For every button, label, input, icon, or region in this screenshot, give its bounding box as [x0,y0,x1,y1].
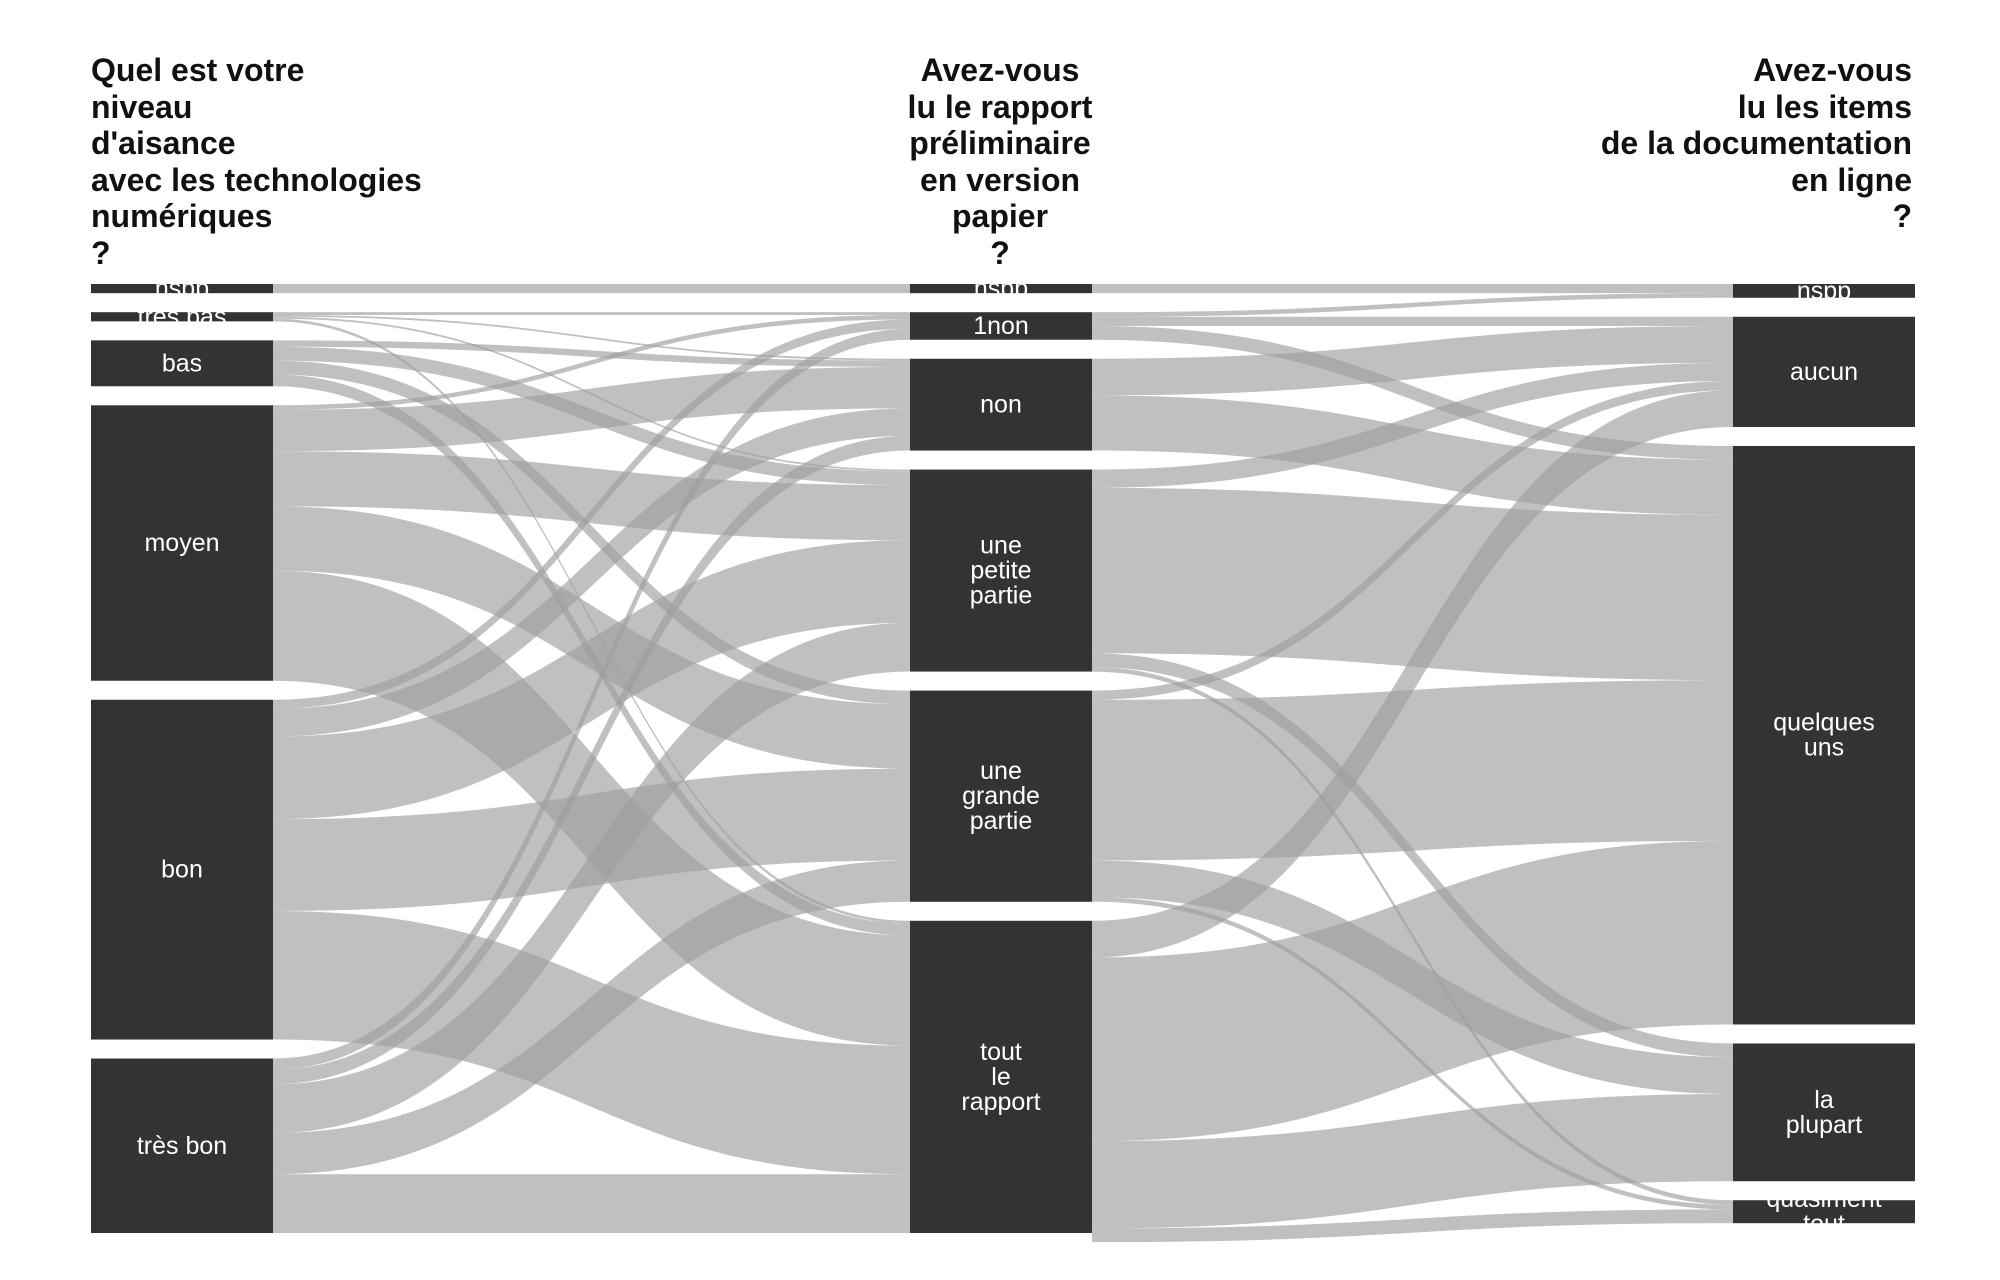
sankey-node-label: aucun [1790,358,1858,386]
sankey-node-bar [1733,1043,1915,1182]
sankey-node-label: non [980,391,1022,419]
sankey-link-b-1non-to-c-nspp [1092,293,1733,317]
sankey-link-b-1non-to-c-aucun [1092,316,1733,326]
sankey-node-bar [1733,1200,1915,1224]
sankey-node-c-aucun: aucun [1733,316,1915,427]
column-title-paper-report: Avez-vous lu le rapport préliminaire en … [907,52,1093,271]
sankey-node-label: partie [970,582,1033,610]
sankey-link-b-petite-to-c-quelques [1092,487,1733,681]
sankey-link-a-tresbas-to-b-non [273,314,910,361]
sankey-node-label: quelques [1773,709,1874,737]
sankey-node-label: tout [1803,1210,1845,1238]
sankey-node-label: très bas [138,303,227,331]
sankey-link-b-nspp-to-c-nspp [1092,284,1733,294]
sankey-link-b-1non-to-c-quelques [1092,325,1733,460]
sankey-link-a-bon-to-b-grande [273,768,910,911]
sankey-node-label: tout [980,1038,1022,1066]
sankey-link-a-tresbas-to-b-1non [273,312,910,315]
sankey-node-label: partie [970,807,1033,835]
sankey-links [273,284,1733,1243]
sankey-node-b-1non: 1non [910,312,1092,340]
sankey-node-bar [1733,445,1915,1025]
sankey-node-label: nspp [974,275,1028,303]
sankey-link-b-tout-to-c-quelques [1092,840,1733,1142]
sankey-node-label: grande [962,782,1040,810]
sankey-link-b-grande-to-c-aucun [1092,381,1733,700]
sankey-link-a-bon-to-b-1non [273,319,910,709]
sankey-link-b-petite-to-c-plupart [1092,653,1733,1058]
sankey-node-label: 1non [973,312,1029,340]
sankey-node-a-bas: bas [91,340,273,387]
sankey-node-label: nspp [155,275,209,303]
sankey-node-bar [91,699,273,1040]
sankey-node-a-bon: bon [91,699,273,1040]
sankey-link-b-tout-to-c-aucun [1092,390,1733,958]
sankey-link-a-moyen-to-b-non [273,366,910,452]
sankey-node-label: le [991,1063,1010,1091]
sankey-node-bar [910,284,1092,294]
sankey-node-bar [910,469,1092,672]
sankey-link-a-moyen-to-b-1non [273,314,910,410]
sankey-node-bar [91,284,273,294]
sankey-node-label: quasiment [1766,1185,1881,1213]
sankey-node-bar [91,340,273,387]
sankey-link-b-tout-to-c-plupart [1092,1093,1733,1229]
sankey-node-b-non: non [910,358,1092,451]
sankey-link-a-tresbon-to-b-1non [273,328,910,1070]
sankey-node-bar [91,1058,273,1233]
sankey-node-a-tresbas: très bas [91,303,273,331]
sankey-node-label: uns [1804,734,1844,762]
sankey-node-bar [910,358,1092,451]
sankey-node-a-moyen: moyen [91,405,273,681]
sankey-link-a-tresbon-to-b-petite [273,622,910,1133]
sankey-node-label: plupart [1786,1111,1862,1139]
sankey-node-bar [91,312,273,322]
sankey-link-b-petite-to-c-aucun [1092,362,1733,488]
sankey-node-bar [910,690,1092,902]
sankey-link-a-bon-to-b-tout [273,910,910,1175]
sankey-node-bar [1733,284,1915,298]
sankey-node-c-nspp: nspp [1733,277,1915,305]
sankey-node-label: moyen [144,529,219,557]
sankey-node-a-nspp: nspp [91,275,273,303]
sankey-node-bar [1733,316,1915,427]
sankey-node-label: bas [162,349,202,377]
sankey-link-a-bas-to-b-grande [273,360,910,705]
sankey-link-a-tresbon-to-b-grande [273,860,910,1175]
sankey-link-b-non-to-c-quelques [1092,395,1733,515]
sankey-node-label: très bon [137,1132,227,1160]
sankey-link-a-nspp-to-b-nspp [273,284,910,294]
sankey-node-label: bon [161,856,203,884]
sankey-node-bar [91,405,273,681]
column-title-digital-comfort: Quel est votre niveau d'aisance avec les… [91,52,422,271]
sankey-link-b-grande-to-c-quelques [1092,680,1733,861]
sankey-link-b-tout-to-c-quasiment [1092,1209,1733,1243]
sankey-node-label: une [980,757,1022,785]
sankey-node-label: rapport [961,1088,1040,1116]
sankey-link-a-bon-to-b-petite [273,540,910,820]
sankey-link-a-tresbon-to-b-non [273,435,910,1085]
sankey-node-bar [910,920,1092,1233]
sankey-node-label: la [1814,1086,1834,1114]
sankey-link-a-tresbon-to-b-tout [273,1174,910,1233]
sankey-node-label: petite [970,557,1031,585]
sankey-link-a-moyen-to-b-petite [273,451,910,541]
sankey-link-b-non-to-c-aucun [1092,325,1733,396]
column-title-online-docs: Avez-vous lu les items de la documentati… [1600,52,1912,234]
sankey-link-a-bon-to-b-non [273,408,910,737]
sankey-node-a-tresbon: très bon [91,1058,273,1233]
sankey-node-b-nspp: nspp [910,275,1092,303]
sankey-node-label: nspp [1797,277,1851,305]
sankey-node-label: une [980,532,1022,560]
sankey-node-bar [910,312,1092,340]
